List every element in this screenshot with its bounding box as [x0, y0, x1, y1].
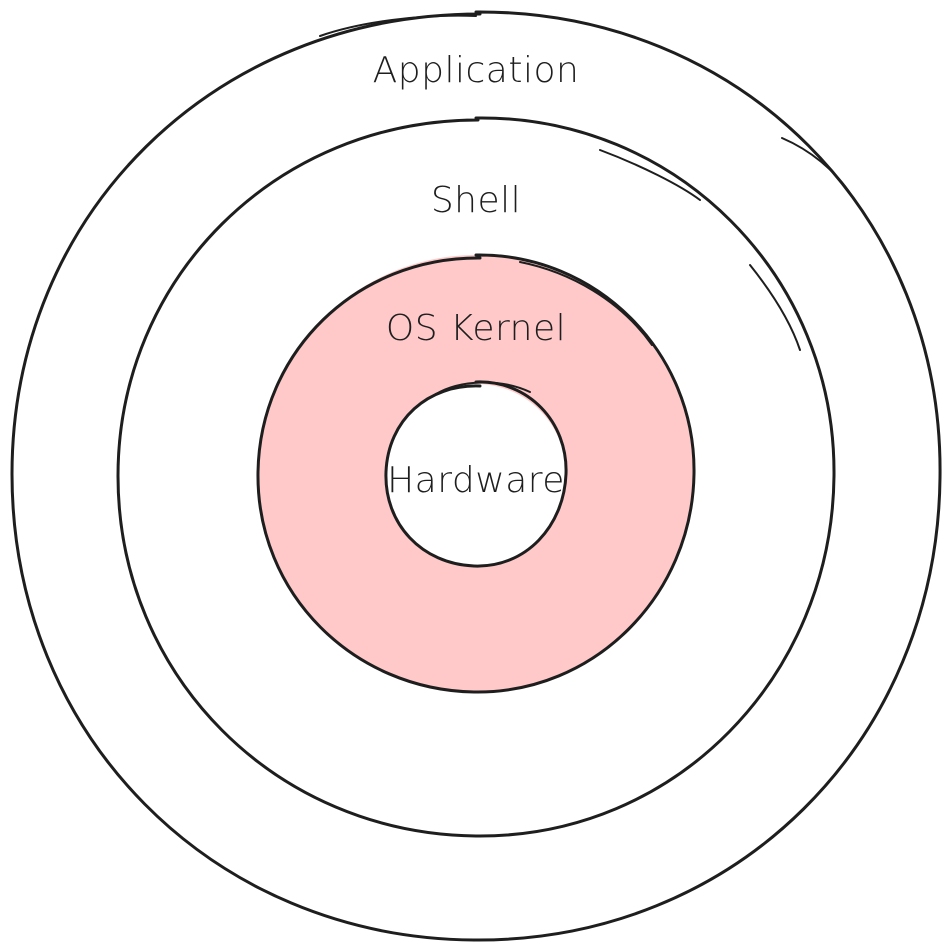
os-kernel-ring-overstroke	[519, 261, 653, 346]
os-kernel-label: OS Kernel	[386, 308, 566, 349]
hardware-core-fill	[386, 384, 566, 566]
os-kernel-ring	[256, 253, 696, 694]
application-ring	[10, 10, 942, 942]
application-label: Application	[373, 50, 580, 91]
hardware-label: Hardware	[387, 460, 565, 501]
application-ring-overstroke	[319, 14, 853, 197]
hardware-core-overstroke	[435, 381, 531, 395]
application-layer[interactable]	[10, 10, 942, 942]
shell-layer[interactable]	[116, 116, 836, 838]
hardware-core-ring	[384, 380, 568, 568]
hardware-layer[interactable]	[384, 380, 568, 568]
shell-label: Shell	[431, 180, 521, 221]
shell-ring-overstroke	[599, 149, 801, 351]
shell-ring	[116, 116, 836, 838]
